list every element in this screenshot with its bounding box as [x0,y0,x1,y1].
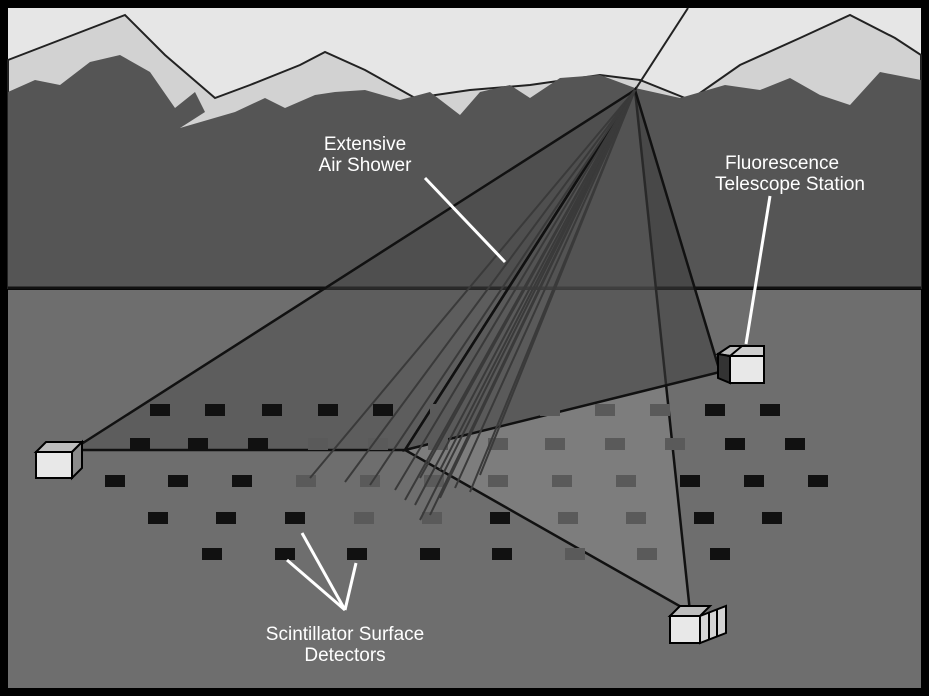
detectors-label-line1: Scintillator Surface [266,624,424,645]
detector [725,438,745,450]
detector [420,548,440,560]
detector [202,548,222,560]
telescope-station-left [33,439,85,481]
detector-pointer-3 [343,562,358,611]
detector [565,548,585,560]
air-shower-label-line2: Air Shower [319,155,413,176]
shower-particle-track [439,89,636,499]
mountain-range [8,55,921,288]
detector [785,438,805,450]
air-shower-label-line1: Extensive [324,134,406,155]
detector [488,475,508,487]
detectors-label-line2: Detectors [304,645,385,666]
detector [637,548,657,560]
detector [694,512,714,524]
detector-grid [105,404,828,560]
detector [150,404,170,416]
detector [354,512,374,524]
detector [148,512,168,524]
detector [130,438,150,450]
telescope-pointer [744,195,772,345]
detector [605,438,625,450]
shower-particle-track [454,89,636,489]
telescope-station-right [715,345,765,385]
telescope-label-line1: Fluorescence [725,153,839,174]
detector [616,475,636,487]
detector [552,475,572,487]
detector [558,512,578,524]
shower-particle-track [414,89,636,506]
detector [705,404,725,416]
detector [318,404,338,416]
detector [762,512,782,524]
shower-particle-track [479,89,636,476]
detector [540,404,560,416]
air-shower-pointer [423,176,507,264]
telescope-station-bottom [667,604,727,645]
detector [490,512,510,524]
detector [248,438,268,450]
detector [744,475,764,487]
detector [296,475,316,487]
shower-particle-track [309,89,636,479]
detector [262,404,282,416]
shower-axis [634,7,689,91]
detector [492,548,512,560]
shower-particle-track [394,89,636,491]
detector [368,438,388,450]
detector [275,548,295,560]
shower-particles [309,89,636,521]
shower-particle-track [344,89,636,483]
detector [232,475,252,487]
detector [595,404,615,416]
detector [710,548,730,560]
detector-pointer-1 [286,558,346,612]
detector [626,512,646,524]
detector-pointer-2 [300,532,347,611]
detector [188,438,208,450]
telescope-label-line2: Telescope Station [715,174,865,195]
detector [168,475,188,487]
detector [665,438,685,450]
detector [308,438,328,450]
shower-particle-track [419,89,636,479]
detector [808,475,828,487]
detector [760,404,780,416]
detector [650,404,670,416]
shower-particle-track [439,89,636,471]
shower-particle-track [369,89,636,486]
detector [422,512,442,524]
detector [205,404,225,416]
detector [680,475,700,487]
detector [285,512,305,524]
detector [216,512,236,524]
detector [360,475,380,487]
detector [373,404,393,416]
detector [545,438,565,450]
detector [105,475,125,487]
detector [347,548,367,560]
